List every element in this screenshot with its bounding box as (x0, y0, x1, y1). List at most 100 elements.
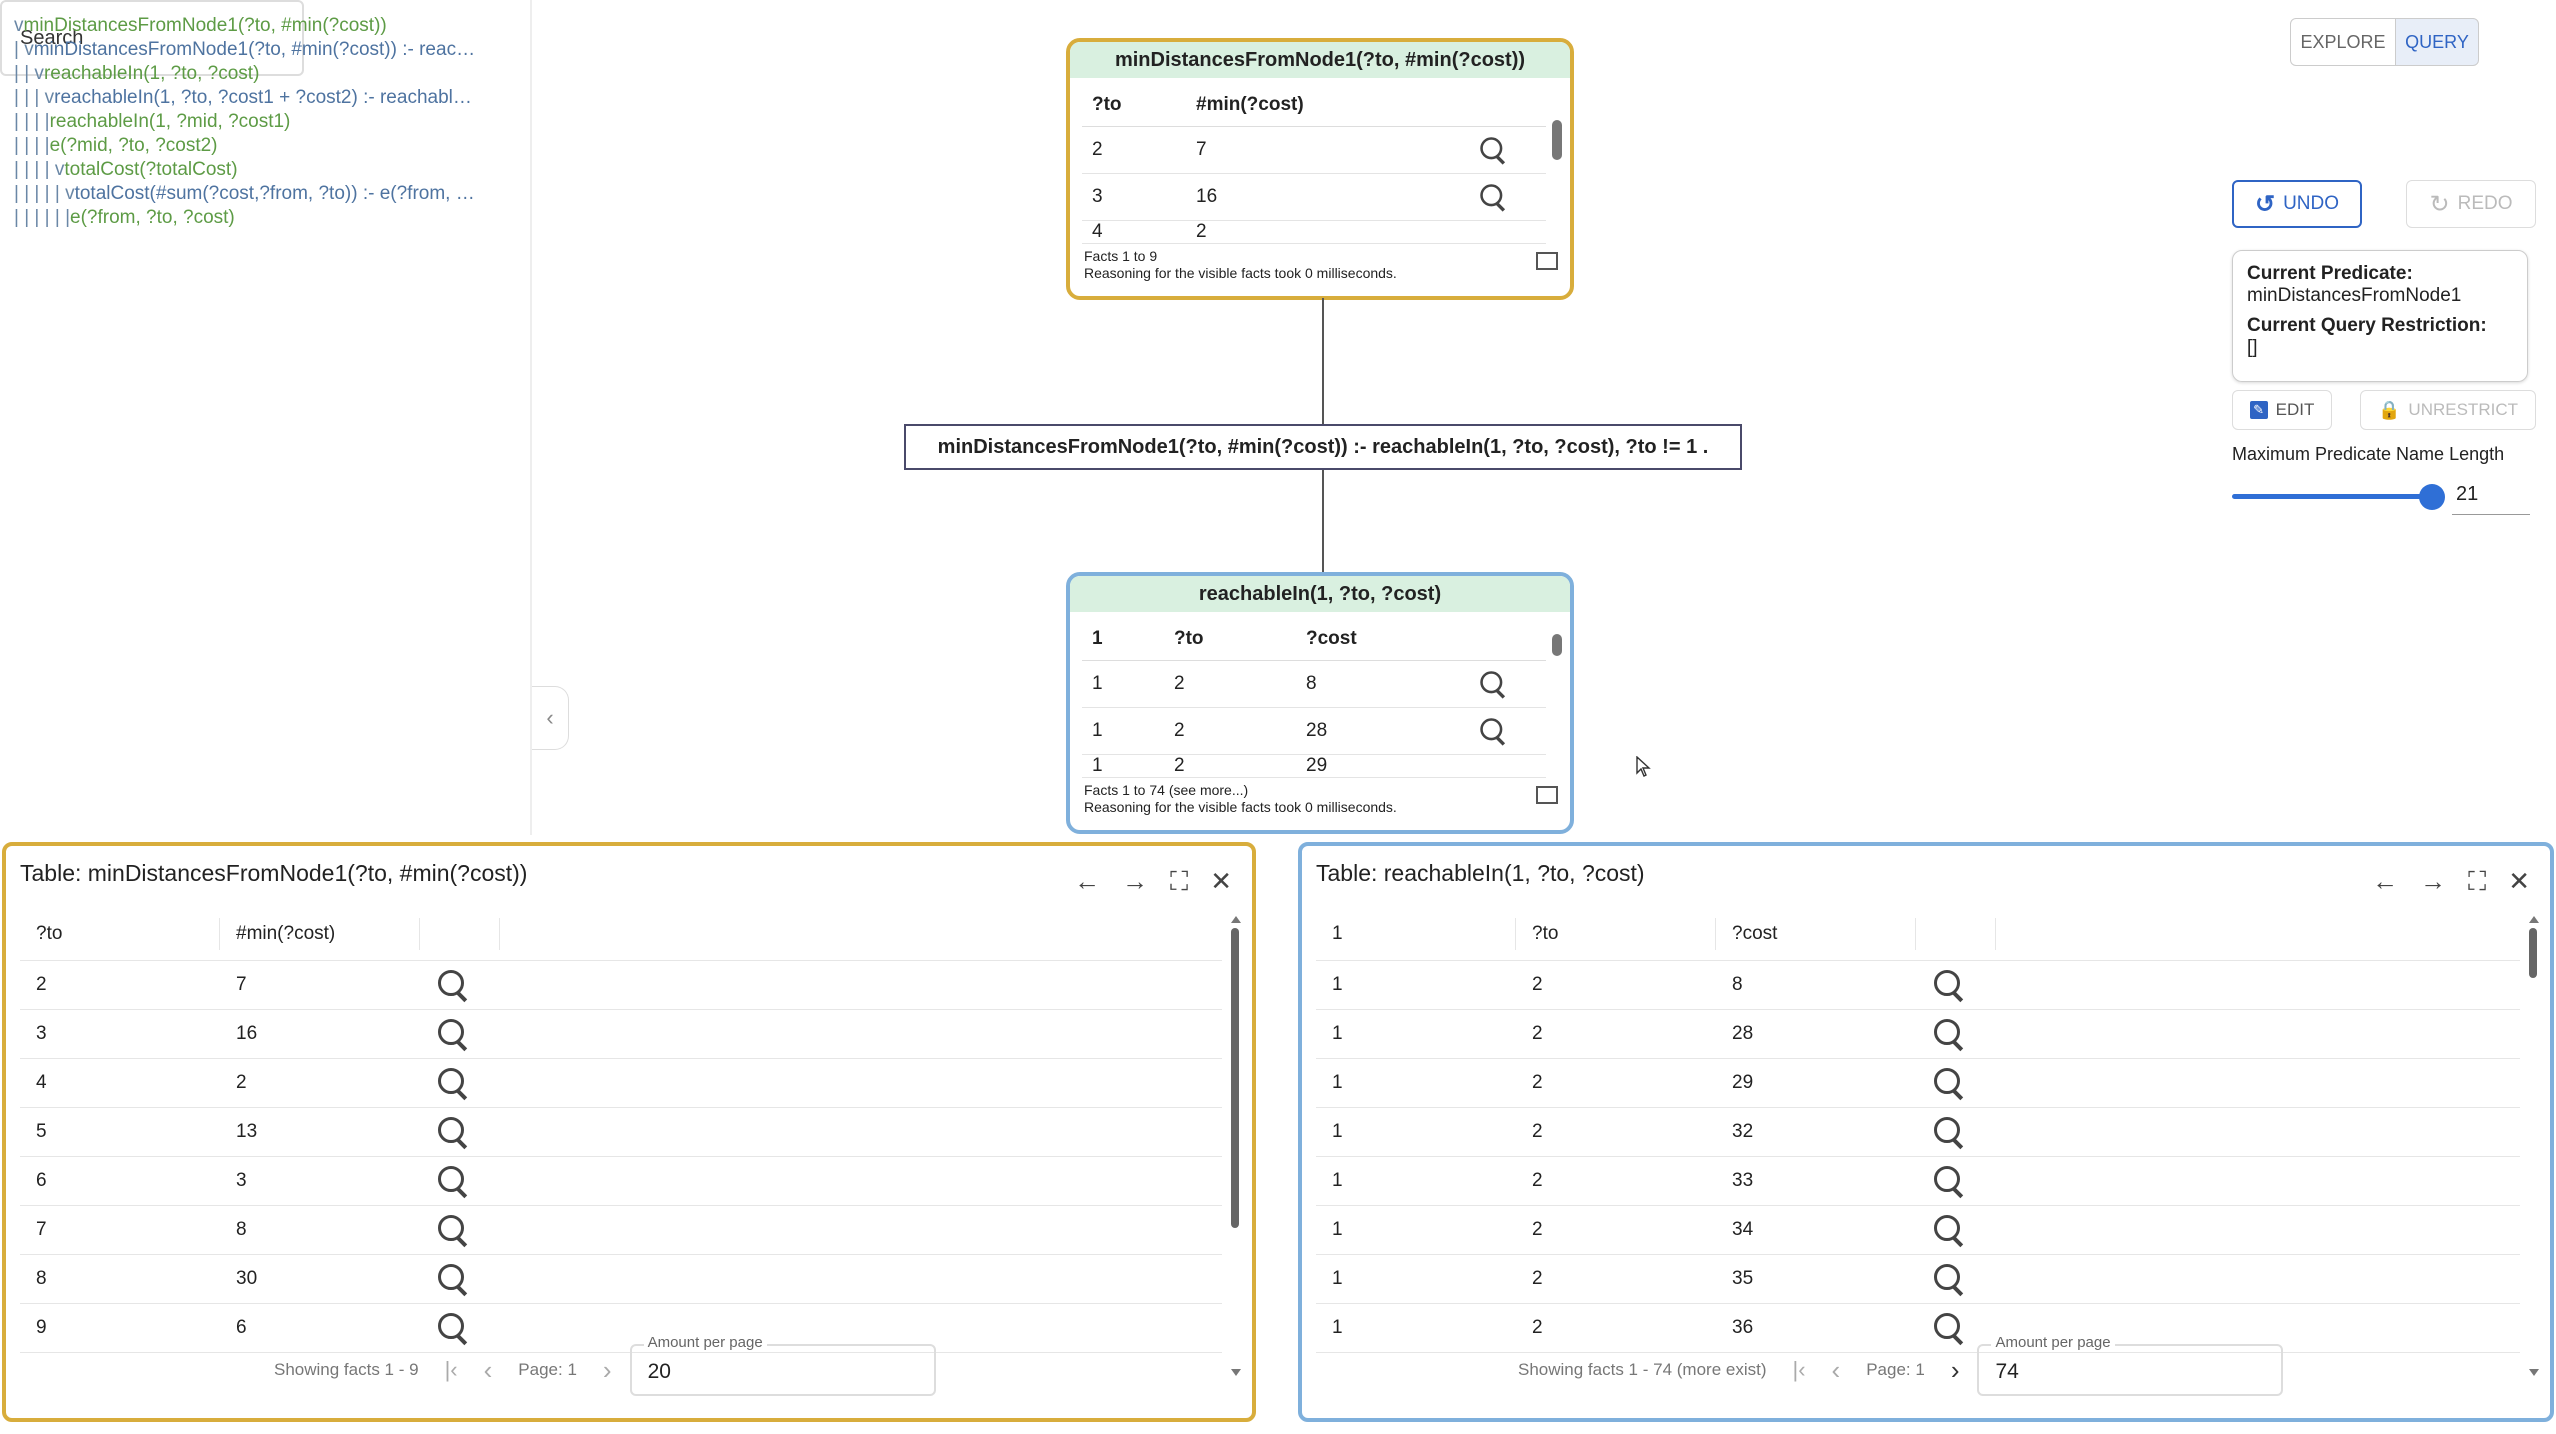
scroll-up-icon[interactable] (1231, 916, 1241, 923)
search-field[interactable] (0, 0, 304, 76)
search-icon[interactable] (1932, 1017, 1966, 1051)
edit-button[interactable]: ✎ EDIT (2232, 390, 2332, 430)
close-icon[interactable]: ✕ (2508, 866, 2530, 896)
node-scrollbar[interactable] (1552, 120, 1562, 160)
amount-input[interactable] (1993, 1359, 2198, 1385)
fullscreen-icon[interactable]: ⛶ (1170, 866, 1189, 896)
search-icon[interactable] (436, 968, 470, 1002)
column-header: #min(?cost) (1186, 84, 1466, 127)
slider-value[interactable]: 21 (2452, 478, 2530, 515)
table-icon[interactable] (1536, 252, 1558, 270)
tree-item[interactable]: | | | | reachableIn(1, ?mid, ?cost1) (0, 110, 534, 134)
search-icon[interactable] (1932, 1066, 1966, 1100)
column-header[interactable]: ?to (1516, 918, 1716, 950)
table-cell: 7 (36, 1219, 47, 1240)
table-cell: 2 (1532, 1170, 1543, 1191)
table-cell: 5 (36, 1121, 47, 1142)
arrow-left-icon[interactable]: ← (1074, 866, 1100, 896)
next-page-icon[interactable]: › (602, 1354, 612, 1385)
scroll-up-icon[interactable] (2529, 916, 2539, 923)
slider-thumb[interactable] (2419, 484, 2445, 510)
node-scrollbar[interactable] (1552, 634, 1562, 656)
table-row: 2 7 (1082, 126, 1546, 174)
column-header[interactable]: ?cost (1716, 918, 1916, 950)
table-cell: 9 (36, 1317, 47, 1338)
tree-guide: | v (14, 39, 34, 60)
unrestrict-button[interactable]: 🔒 UNRESTRICT (2360, 390, 2536, 430)
fullscreen-icon[interactable]: ⛶ (2468, 866, 2487, 896)
column-header[interactable]: #min(?cost) (220, 918, 420, 950)
search-icon[interactable] (436, 1115, 470, 1149)
search-input[interactable] (2, 2, 302, 74)
graph-node-title: minDistancesFromNode1(?to, #min(?cost)) (1070, 42, 1570, 78)
tree-item[interactable]: | | v reachableIn(1, ?to, ?cost) (0, 62, 534, 86)
table-cell: 3 (236, 1170, 247, 1191)
search-icon[interactable] (436, 1213, 470, 1247)
tree-item[interactable]: v minDistancesFromNode1(?to, #min(?cost)… (0, 14, 534, 38)
search-icon[interactable] (436, 1262, 470, 1296)
search-icon[interactable] (1932, 1115, 1966, 1149)
panel-toolbar: ← → ⛶ ✕ (2372, 866, 2530, 898)
tree-item[interactable]: | | | | | v totalCost(#sum(?cost,?from, … (0, 182, 534, 206)
search-icon[interactable] (1932, 968, 1966, 1002)
scroll-down-icon[interactable] (1231, 1369, 1241, 1376)
arrow-right-icon[interactable]: → (1122, 866, 1148, 896)
search-icon[interactable] (1932, 1213, 1966, 1247)
table-row: 1 2 8 (1082, 660, 1546, 708)
tree-item[interactable]: | v minDistancesFromNode1(?to, #min(?cos… (0, 38, 534, 62)
search-icon[interactable] (1932, 1311, 1966, 1345)
amount-per-page-field[interactable]: Amount per page (629, 1334, 936, 1396)
tree-item[interactable]: | | | | | | e(?from, ?to, ?cost) (0, 206, 534, 230)
query-mode-button[interactable]: QUERY (2395, 18, 2479, 66)
search-icon[interactable] (436, 1017, 470, 1051)
table-cell: 8 (236, 1219, 247, 1240)
prev-page-icon[interactable]: ‹ (483, 1354, 493, 1385)
undo-button[interactable]: ↺ UNDO (2232, 180, 2362, 228)
first-page-icon[interactable]: |‹ (444, 1357, 458, 1382)
tree-item-label: totalCost(?totalCost) (64, 159, 238, 180)
column-header: 1 (1082, 618, 1164, 661)
table-row: 3 16 (1082, 173, 1546, 221)
graph-node-bottom[interactable]: reachableIn(1, ?to, ?cost) 1 ?to ?cost 1… (1066, 572, 1574, 834)
column-header[interactable]: ?to (20, 918, 220, 950)
search-icon[interactable] (1479, 717, 1508, 746)
next-page-icon[interactable]: › (1950, 1354, 1960, 1385)
search-icon[interactable] (436, 1066, 470, 1100)
vertical-scrollbar[interactable] (1228, 916, 1242, 1376)
search-icon[interactable] (436, 1164, 470, 1198)
scroll-thumb[interactable] (1231, 928, 1239, 1228)
table-cell: 29 (1732, 1072, 1754, 1093)
table-icon[interactable] (1536, 786, 1558, 804)
rule-node[interactable]: minDistancesFromNode1(?to, #min(?cost)) … (904, 424, 1742, 470)
scroll-down-icon[interactable] (2529, 1369, 2539, 1376)
explore-mode-button[interactable]: EXPLORE (2290, 18, 2396, 66)
tree-item[interactable]: | | | v reachableIn(1, ?to, ?cost1 + ?co… (0, 86, 534, 110)
search-icon[interactable] (1932, 1164, 1966, 1198)
first-page-icon[interactable]: |‹ (1792, 1357, 1806, 1382)
search-icon[interactable] (1479, 136, 1508, 165)
tree-guide: | | v (14, 63, 44, 84)
arrow-right-icon[interactable]: → (2420, 866, 2446, 896)
vertical-scrollbar[interactable] (2526, 916, 2540, 1376)
column-header[interactable]: 1 (1316, 918, 1516, 950)
scroll-thumb[interactable] (2529, 928, 2537, 978)
panel-toolbar: ← → ⛶ ✕ (1074, 866, 1232, 898)
search-icon[interactable] (1479, 183, 1508, 212)
tree-item[interactable]: | | | | e(?mid, ?to, ?cost2) (0, 134, 534, 158)
search-icon[interactable] (436, 1311, 470, 1345)
tree-item[interactable]: | | | | v totalCost(?totalCost) (0, 158, 534, 182)
amount-per-page-field[interactable]: Amount per page (1977, 1334, 2284, 1396)
graph-node-top[interactable]: minDistancesFromNode1(?to, #min(?cost)) … (1066, 38, 1574, 300)
redo-button[interactable]: ↻ REDO (2406, 180, 2536, 228)
prev-page-icon[interactable]: ‹ (1831, 1354, 1841, 1385)
tree-guide: | | | v (14, 87, 55, 108)
arrow-left-icon[interactable]: ← (2372, 866, 2398, 896)
close-icon[interactable]: ✕ (1210, 866, 1232, 896)
collapse-sidebar-button[interactable]: ‹ (532, 686, 569, 750)
amount-input[interactable] (645, 1359, 850, 1385)
tree-guide: v (14, 15, 24, 36)
search-icon[interactable] (1479, 670, 1508, 699)
search-icon[interactable] (1932, 1262, 1966, 1296)
